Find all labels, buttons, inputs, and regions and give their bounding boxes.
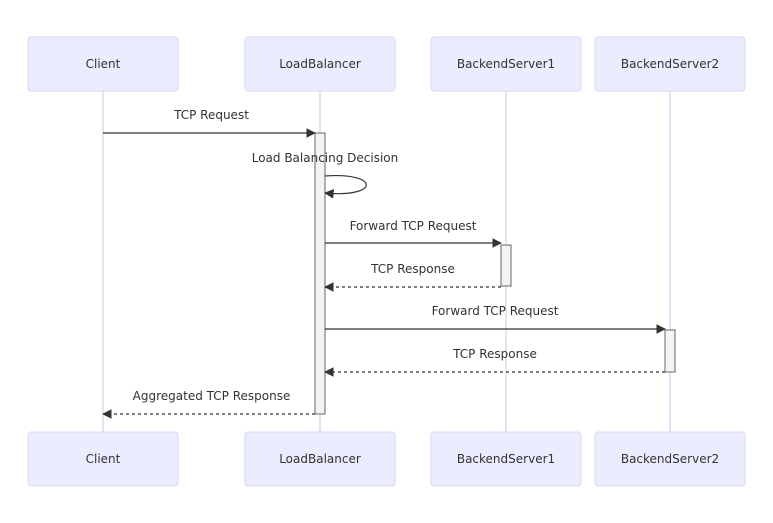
message-2: Load Balancing Decision xyxy=(252,151,399,199)
actor-box xyxy=(244,431,396,487)
message-label: TCP Response xyxy=(452,347,537,361)
actor-box xyxy=(27,431,179,487)
message-label: Forward TCP Request xyxy=(350,219,477,233)
activation-backendserver2 xyxy=(664,329,676,373)
message-6: TCP Response xyxy=(324,347,665,377)
actor-box xyxy=(594,36,746,92)
message-label: TCP Response xyxy=(370,262,455,276)
actor-box xyxy=(430,431,582,487)
actor-label: BackendServer2 xyxy=(621,452,719,466)
message-7: Aggregated TCP Response xyxy=(102,389,315,419)
message-label: Load Balancing Decision xyxy=(252,151,399,165)
actor-b1-bottom: BackendServer1 xyxy=(430,431,582,487)
message-label: Aggregated TCP Response xyxy=(133,389,291,403)
message-label: TCP Request xyxy=(173,108,249,122)
actor-label: LoadBalancer xyxy=(279,57,361,71)
activation-backendserver1 xyxy=(500,244,512,287)
actor-label: LoadBalancer xyxy=(279,452,361,466)
actor-label: Client xyxy=(86,57,121,71)
message-5: Forward TCP Request xyxy=(325,304,666,334)
actor-b2-bottom: BackendServer2 xyxy=(594,431,746,487)
message-3: Forward TCP Request xyxy=(325,219,502,248)
actor-label: BackendServer2 xyxy=(621,57,719,71)
activation-loadbalancer xyxy=(314,132,326,415)
self-message-arrow xyxy=(324,174,367,199)
actor-lb-bottom: LoadBalancer xyxy=(244,431,396,487)
actor-lb-top: LoadBalancer xyxy=(244,36,396,92)
actor-box xyxy=(430,36,582,92)
message-4: TCP Response xyxy=(324,262,501,292)
actor-label: Client xyxy=(86,452,121,466)
actor-client-top: Client xyxy=(27,36,179,92)
actor-box xyxy=(244,36,396,92)
actor-b1-top: BackendServer1 xyxy=(430,36,582,92)
actor-box xyxy=(594,431,746,487)
message-1: TCP Request xyxy=(103,108,316,138)
actor-client-bottom: Client xyxy=(27,431,179,487)
actor-box xyxy=(27,36,179,92)
actor-b2-top: BackendServer2 xyxy=(594,36,746,92)
actor-label: BackendServer1 xyxy=(457,57,555,71)
message-label: Forward TCP Request xyxy=(432,304,559,318)
actor-label: BackendServer1 xyxy=(457,452,555,466)
